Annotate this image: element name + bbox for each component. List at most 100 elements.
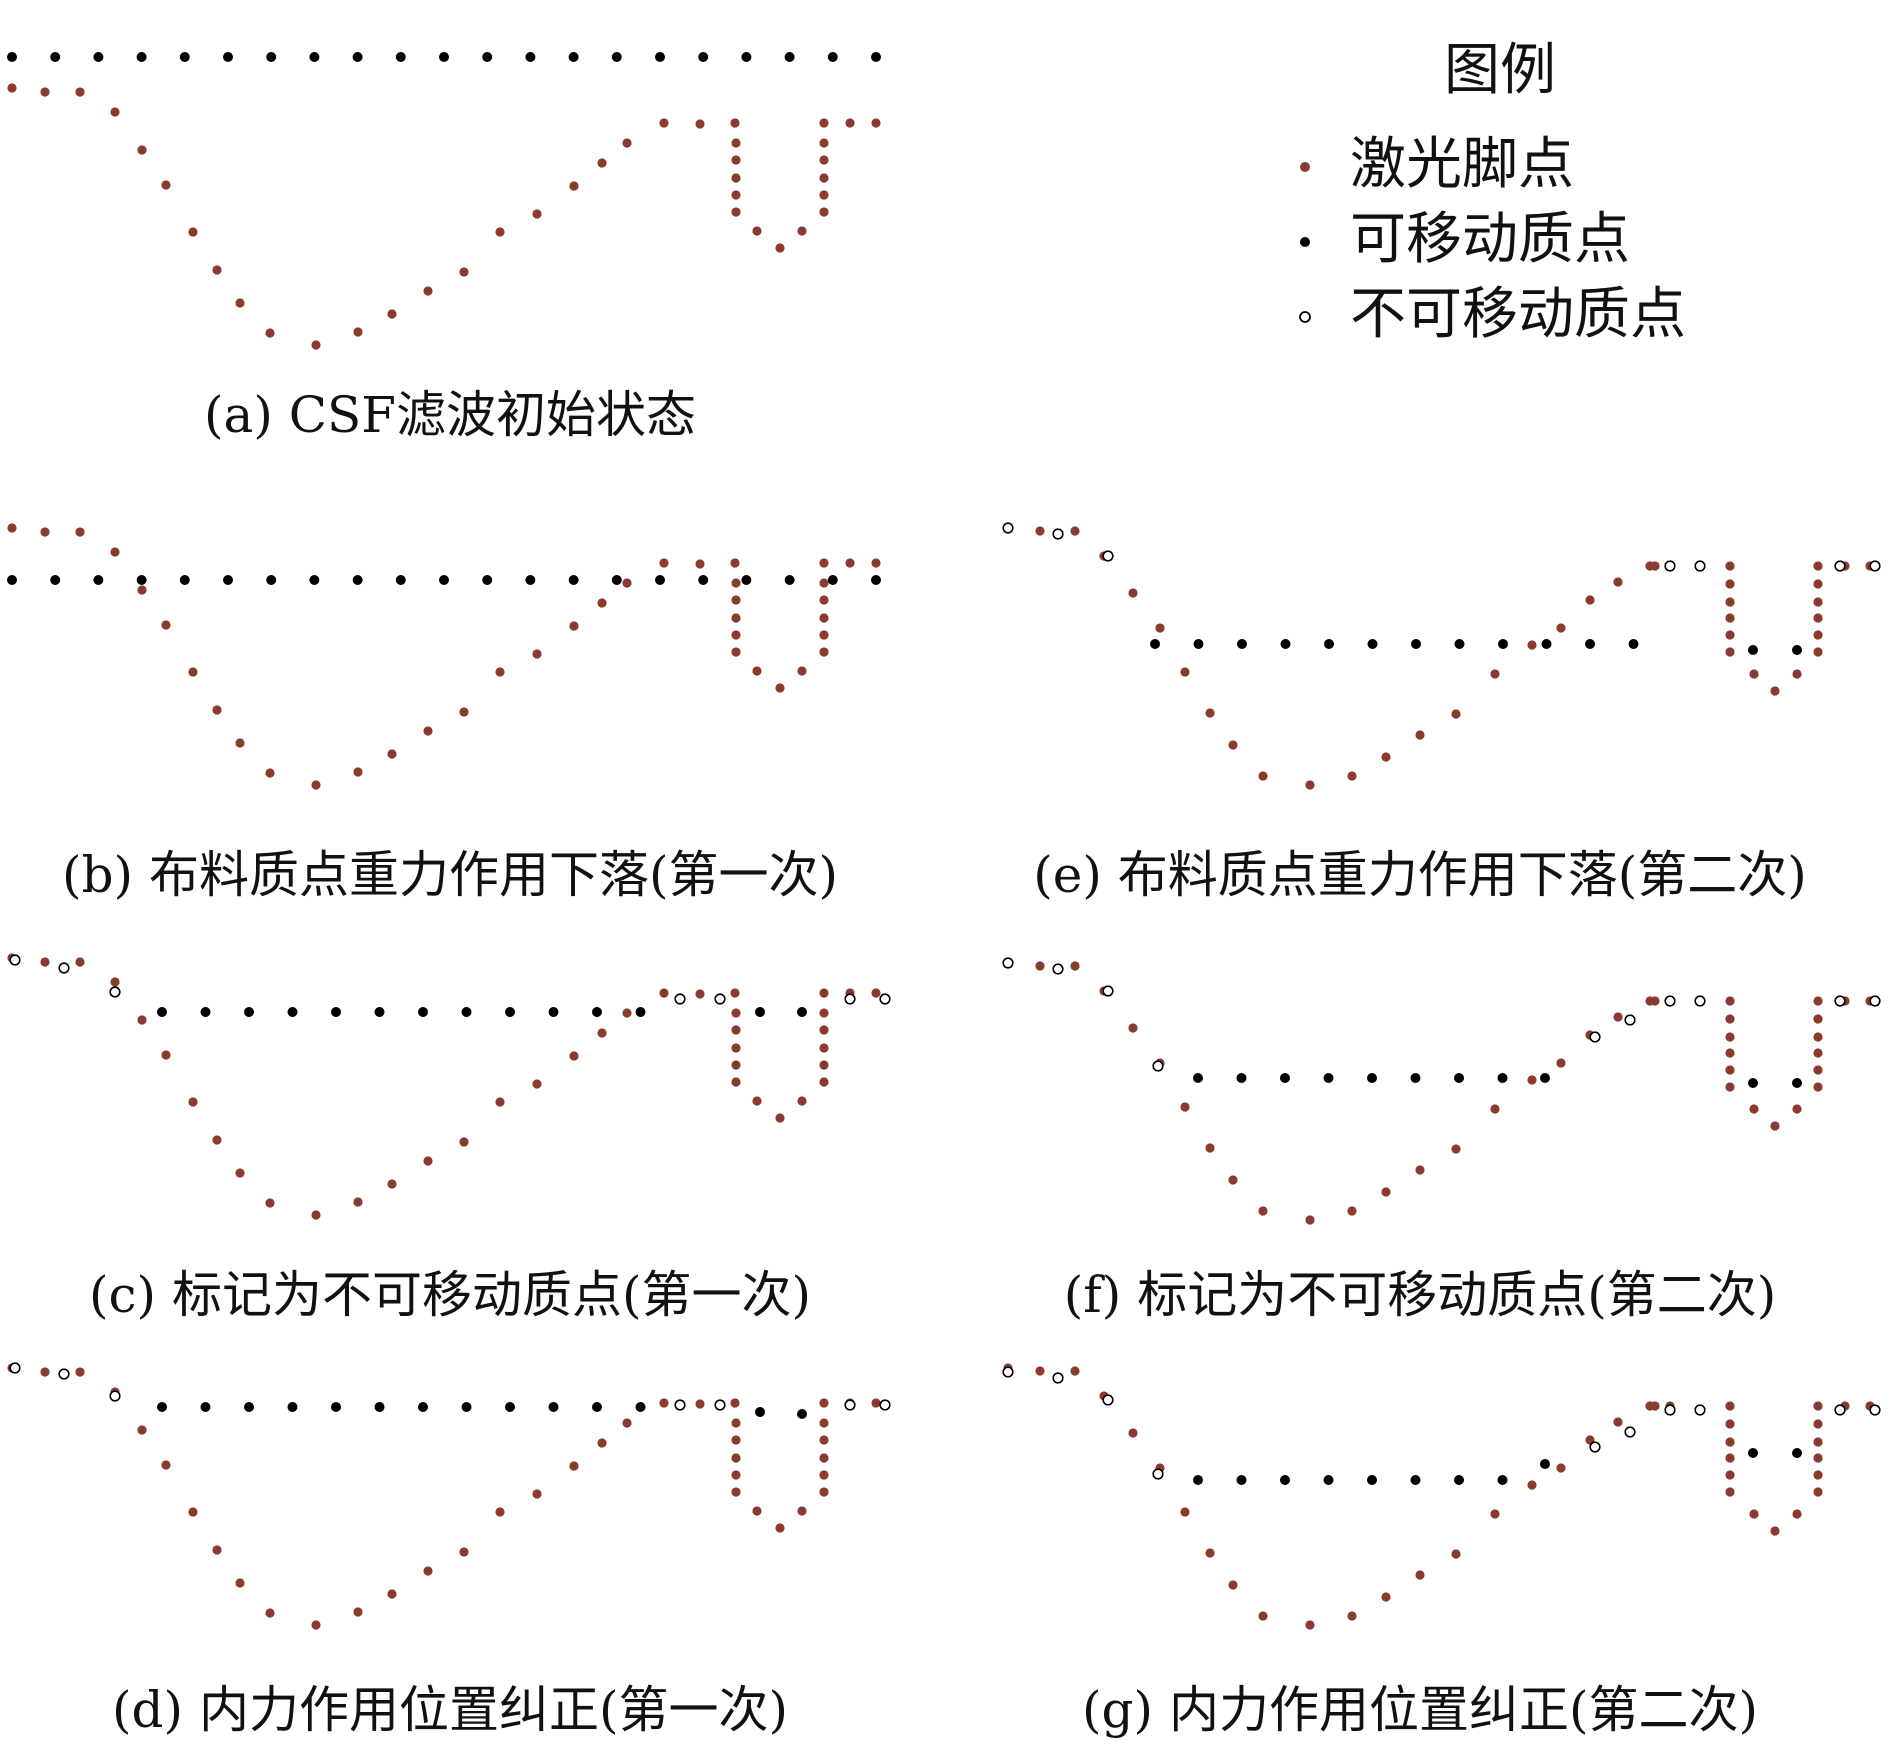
e-laser-24 xyxy=(1725,579,1735,589)
g-laser-13 xyxy=(1415,1570,1425,1580)
d-laser-11 xyxy=(353,1607,363,1617)
f-laser-16 xyxy=(1527,1075,1537,1085)
a-laser-23 xyxy=(731,138,741,148)
e-laser-27 xyxy=(1725,630,1735,640)
panel-f-plot xyxy=(1002,957,1881,1225)
b-cloth-7 xyxy=(309,575,320,585)
a-cloth-15 xyxy=(655,52,665,62)
e-cloth-6 xyxy=(1411,639,1421,649)
panel-g-plot xyxy=(1002,1363,1881,1630)
e-laser-8 xyxy=(1228,740,1238,750)
g-laser-30 xyxy=(1770,1526,1780,1536)
c-cloth-1 xyxy=(200,1007,211,1017)
caption-e: (e) 布料质点重力作用下落(第二次) xyxy=(1033,846,1807,904)
e-laser-9 xyxy=(1258,771,1268,781)
e-laser-31 xyxy=(1792,669,1802,679)
g-laser-25 xyxy=(1725,1437,1735,1447)
caption-b: (b) 布料质点重力作用下落(第一次) xyxy=(62,846,838,904)
b-laser-27 xyxy=(731,647,741,657)
c-laser-13 xyxy=(423,1156,433,1166)
caption-c: (c) 标记为不可移动质点(第一次) xyxy=(89,1266,811,1324)
f-laser-33 xyxy=(1813,1065,1823,1075)
legend-item-fixed: 不可移动质点 xyxy=(1290,280,1790,350)
a-laser-15 xyxy=(495,227,505,237)
g-laser-2 xyxy=(1070,1366,1080,1376)
g-cloth-0 xyxy=(1193,1475,1203,1485)
g-fixed-3 xyxy=(1152,1468,1164,1480)
c-cloth-pit-1 xyxy=(797,1007,807,1017)
caption-f: (f) 标记为不可移动质点(第二次) xyxy=(1063,1266,1777,1324)
d-cloth-1 xyxy=(200,1402,211,1412)
d-laser-12 xyxy=(387,1589,397,1599)
movable-particle-icon xyxy=(1300,237,1310,247)
a-laser-36 xyxy=(819,118,829,128)
a-cloth-9 xyxy=(395,52,406,62)
f-laser-30 xyxy=(1770,1121,1780,1131)
a-cloth-6 xyxy=(266,52,277,62)
d-laser-5 xyxy=(161,1460,171,1470)
a-laser-37 xyxy=(845,118,855,128)
f-laser-11 xyxy=(1347,1206,1357,1216)
b-laser-32 xyxy=(819,630,829,640)
g-fixed-5 xyxy=(1624,1426,1636,1438)
f-laser-13 xyxy=(1415,1165,1425,1175)
b-laser-33 xyxy=(819,613,829,623)
b-laser-35 xyxy=(819,578,829,588)
d-fixed-3 xyxy=(674,1399,686,1411)
b-cloth-17 xyxy=(741,575,752,585)
c-fixed-3 xyxy=(674,993,686,1005)
g-laser-35 xyxy=(1813,1437,1823,1447)
e-laser-18 xyxy=(1585,595,1595,605)
c-laser-38 xyxy=(871,988,881,998)
g-laser-7 xyxy=(1205,1548,1215,1558)
a-cloth-8 xyxy=(352,52,363,62)
g-fixed-9 xyxy=(1869,1404,1881,1416)
g-cloth-6 xyxy=(1454,1475,1464,1485)
c-laser-5 xyxy=(161,1050,171,1060)
f-cloth-7 xyxy=(1497,1073,1508,1083)
g-laser-21 xyxy=(1650,1401,1660,1411)
b-laser-7 xyxy=(212,705,222,715)
a-laser-13 xyxy=(423,286,433,296)
d-fixed-5 xyxy=(844,1399,856,1411)
g-laser-9 xyxy=(1258,1611,1268,1621)
c-laser-6 xyxy=(188,1097,198,1107)
e-laser-17 xyxy=(1556,623,1566,633)
d-cloth-9 xyxy=(548,1402,559,1412)
c-laser-3 xyxy=(110,977,120,987)
legend-label-laser: 激光脚点 xyxy=(1350,132,1574,197)
c-laser-33 xyxy=(819,1043,829,1053)
b-cloth-18 xyxy=(784,575,795,585)
c-cloth-0 xyxy=(157,1007,167,1017)
d-cloth-0 xyxy=(157,1402,167,1412)
b-cloth-20 xyxy=(871,575,881,585)
e-laser-12 xyxy=(1381,752,1391,762)
d-laser-33 xyxy=(819,1453,829,1463)
d-laser-13 xyxy=(423,1566,433,1576)
b-laser-30 xyxy=(797,666,807,676)
f-laser-29 xyxy=(1749,1104,1759,1114)
e-cloth-9 xyxy=(1541,639,1552,649)
a-laser-25 xyxy=(731,173,741,183)
a-laser-22 xyxy=(730,118,740,128)
e-cloth-10 xyxy=(1585,639,1595,649)
legend-title: 图例 xyxy=(1444,38,1556,103)
g-laser-33 xyxy=(1813,1470,1823,1480)
g-laser-10 xyxy=(1305,1620,1315,1630)
f-laser-21 xyxy=(1650,996,1660,1006)
b-laser-18 xyxy=(597,598,607,608)
c-laser-34 xyxy=(819,1025,829,1035)
e-laser-25 xyxy=(1725,597,1735,607)
g-laser-26 xyxy=(1725,1453,1735,1463)
c-fixed-1 xyxy=(58,962,70,974)
a-laser-16 xyxy=(532,209,542,219)
e-laser-26 xyxy=(1725,613,1735,623)
g-laser-15 xyxy=(1490,1509,1500,1519)
b-laser-20 xyxy=(659,558,669,568)
panel-b-plot xyxy=(7,523,881,790)
e-laser-5 xyxy=(1155,623,1165,633)
e-laser-36 xyxy=(1813,579,1823,589)
d-laser-29 xyxy=(775,1523,785,1533)
a-laser-24 xyxy=(731,155,741,165)
c-laser-12 xyxy=(387,1179,397,1189)
